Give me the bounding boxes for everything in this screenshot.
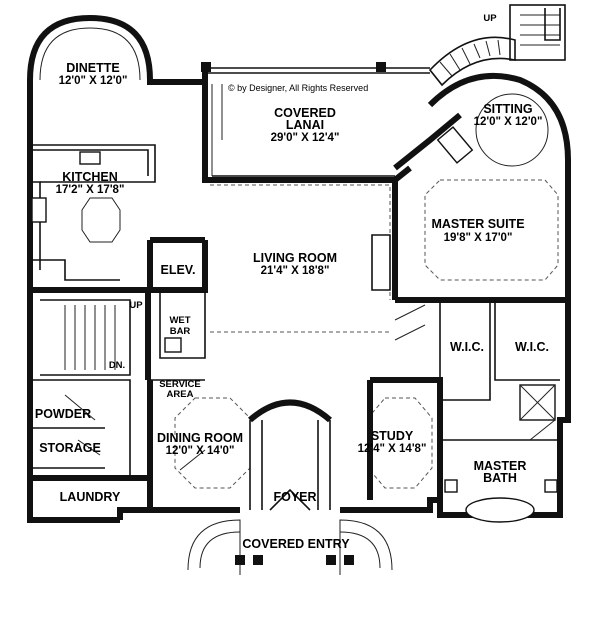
exterior-walls (27, 14, 571, 523)
top-stair (428, 4, 566, 87)
lanai-dim: 29'0" X 12'4" (271, 132, 340, 144)
doors (64, 304, 556, 471)
wet-bar-label: WET (169, 315, 190, 326)
foyer-entry (187, 399, 393, 575)
dining-room-label: DINING ROOM (157, 431, 243, 445)
kitchen-dim: 17'2" X 17'8" (56, 184, 125, 196)
stair-down-label: DN. (109, 360, 125, 371)
covered-entry-label: COVERED ENTRY (242, 537, 350, 551)
sitting-dim: 12'0" X 12'0" (474, 116, 543, 128)
lanai-label: COVERED (274, 106, 336, 120)
dinette-dim: 12'0" X 12'0" (59, 75, 128, 87)
master-bath-label-2: BATH (483, 471, 517, 485)
powder-label: POWDER (35, 407, 91, 421)
kitchen-label: KITCHEN (62, 170, 118, 184)
laundry-label: LAUNDRY (60, 490, 121, 504)
copyright-text: © by Designer, All Rights Reserved (228, 83, 368, 93)
storage-label: STORAGE (39, 441, 101, 455)
living-room-label: LIVING ROOM (253, 251, 337, 265)
wic-2-label: W.I.C. (515, 340, 549, 354)
wic-1-label: W.I.C. (450, 340, 484, 354)
study-label: STUDY (371, 429, 414, 443)
foyer-label: FOYER (273, 490, 316, 504)
ceiling-outlines (81, 93, 559, 489)
dinette-windows (39, 27, 141, 81)
dining-room-dim: 12'0" X 14'0" (166, 445, 235, 457)
sitting-entry (393, 112, 474, 171)
service-label: SERVICE (159, 379, 201, 390)
master-bath-label: MASTER (474, 459, 527, 473)
lanai-label-2: LANAI (286, 118, 324, 132)
dinette-label: DINETTE (66, 61, 119, 75)
service-label-2: AREA (167, 389, 194, 400)
stair-up-top-label: UP (483, 13, 497, 24)
wet-bar-label-2: BAR (170, 326, 191, 337)
living-room-dim: 21'4" X 18'8" (261, 265, 330, 277)
elev-label: ELEV. (161, 263, 196, 277)
sitting-label: SITTING (483, 102, 532, 116)
interior-walls (30, 144, 568, 523)
study-dim: 12'4" X 14'8" (358, 443, 427, 455)
master-suite-label: MASTER SUITE (431, 217, 524, 231)
stair-up-left-label: UP (129, 300, 143, 311)
master-suite-dim: 19'8" X 17'0" (444, 232, 513, 244)
lanai-outline (201, 62, 430, 177)
